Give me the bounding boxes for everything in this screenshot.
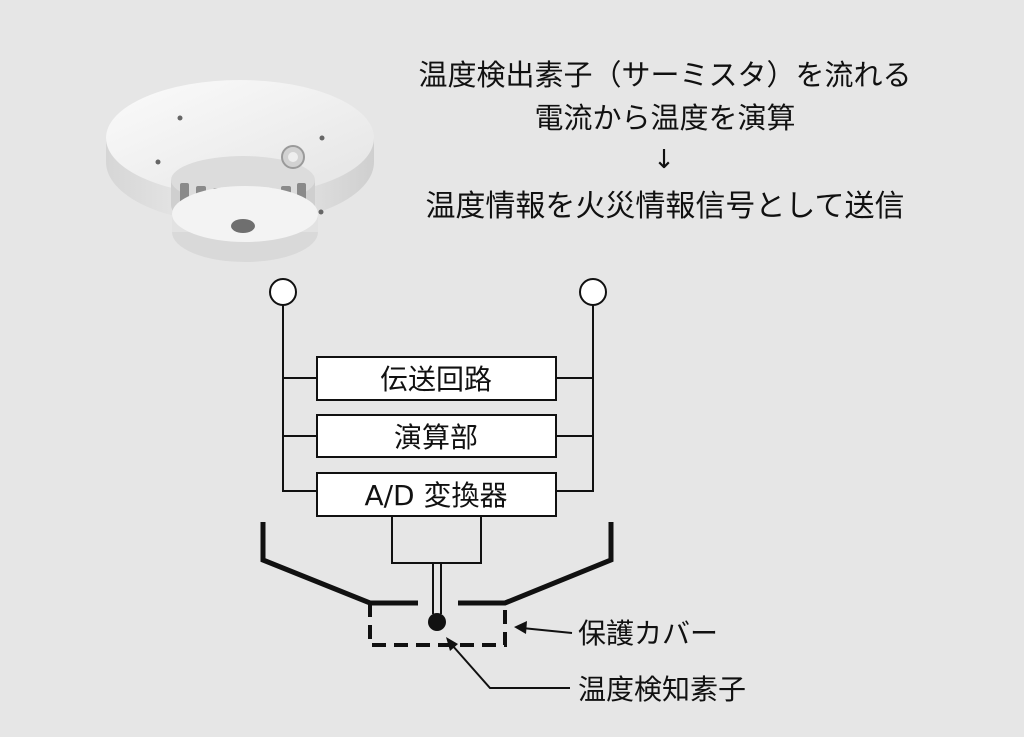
sensor-label: 温度検知素子 (578, 673, 746, 706)
block-transmission-label: 伝送回路 (380, 363, 492, 396)
block-adc-label: A/D 変換器 (364, 479, 507, 512)
temperature-sensor-element (428, 613, 446, 631)
cover-label: 保護カバー (578, 617, 718, 650)
terminal-left (269, 278, 297, 306)
description-line-1: 温度検出素子（サーミスタ）を流れる (418, 58, 911, 92)
sensor-hole (231, 219, 255, 233)
block-ad-converter: A/D 変換器 (316, 472, 557, 517)
protective-cover-outline (368, 603, 507, 647)
heat-detector-image (106, 80, 374, 262)
terminal-right (579, 278, 607, 306)
arrowhead-icon (514, 621, 527, 634)
block-arithmetic-label: 演算部 (394, 421, 478, 454)
description-line-2: 電流から温度を演算 (534, 101, 795, 135)
description-line-3: 温度情報を火災情報信号として送信 (425, 189, 904, 224)
detector-housing (260, 522, 614, 606)
circuit-wiring (282, 305, 594, 614)
sensor-callout (446, 637, 570, 689)
arrowhead-icon (446, 637, 458, 651)
block-transmission-circuit: 伝送回路 (316, 356, 557, 401)
cover-callout (514, 621, 573, 634)
block-arithmetic-unit: 演算部 (316, 414, 557, 458)
down-arrow-icon: ↓ (653, 145, 675, 175)
